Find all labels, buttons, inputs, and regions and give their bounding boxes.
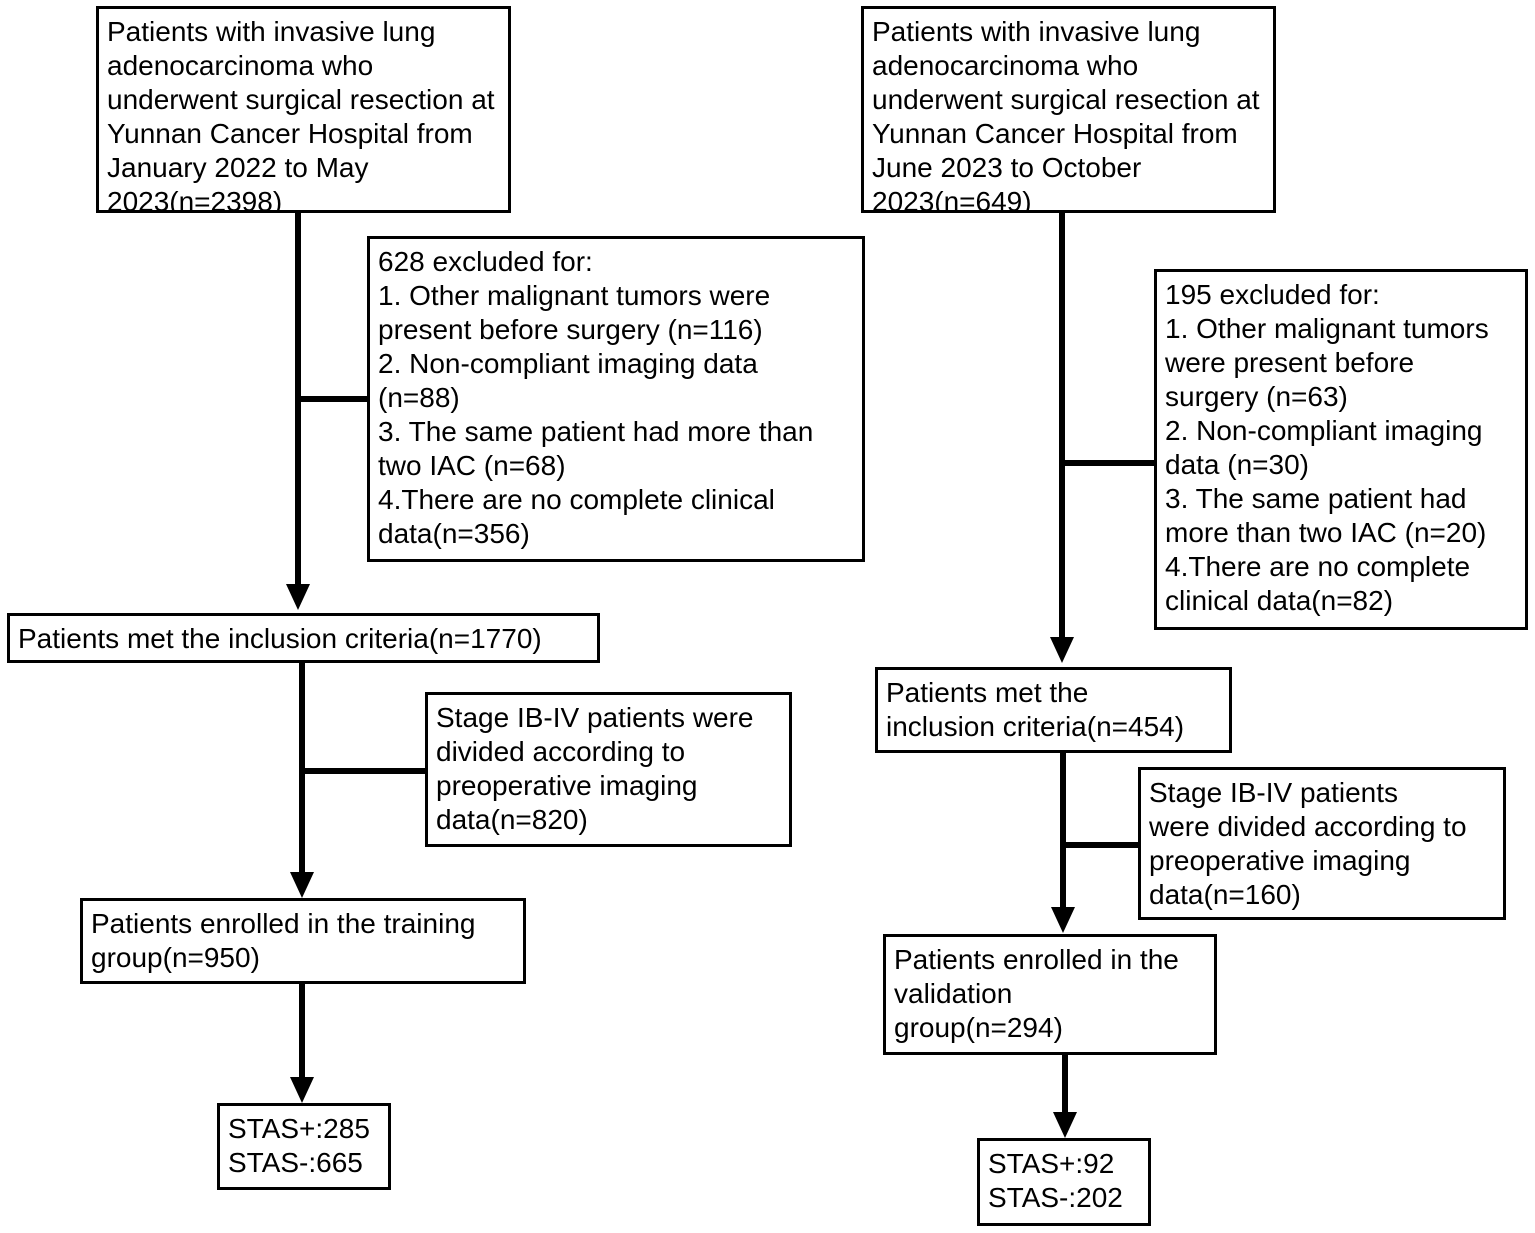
right-branch-1: [1062, 460, 1156, 466]
right-source-box: Patients with invasive lung adenocarcino…: [861, 6, 1276, 213]
left-exclusion-box-1: 628 excluded for: 1. Other malignant tum…: [367, 236, 865, 562]
left-arrowhead-2: [290, 872, 314, 898]
right-inclusion-box: Patients met the inclusion criteria(n=45…: [875, 667, 1232, 753]
left-enrolled-box: Patients enrolled in the training group(…: [80, 898, 526, 984]
left-connector-3: [299, 983, 305, 1077]
left-branch-2: [302, 768, 428, 774]
left-inclusion-box: Patients met the inclusion criteria(n=17…: [7, 613, 600, 663]
right-exclusion-box-1: 195 excluded for: 1. Other malignant tum…: [1154, 269, 1528, 630]
left-arrowhead-3: [290, 1077, 314, 1103]
left-branch-1: [298, 396, 368, 402]
left-exclusion-box-2: Stage IB-IV patients were divided accord…: [425, 692, 792, 847]
right-arrowhead-2: [1051, 907, 1075, 933]
right-exclusion-box-2: Stage IB-IV patients were divided accord…: [1138, 767, 1506, 920]
left-arrowhead-1: [286, 584, 310, 610]
right-arrowhead-1: [1050, 637, 1074, 663]
right-arrowhead-3: [1053, 1112, 1077, 1138]
right-connector-1: [1059, 212, 1065, 637]
left-source-box: Patients with invasive lung adenocarcino…: [96, 6, 511, 213]
left-stas-box: STAS+:285 STAS-:665: [217, 1103, 391, 1190]
right-enrolled-box: Patients enrolled in the validation grou…: [883, 934, 1217, 1055]
left-connector-2: [299, 661, 305, 872]
right-connector-3: [1062, 1053, 1068, 1112]
right-branch-2: [1063, 842, 1139, 848]
right-stas-box: STAS+:92 STAS-:202: [977, 1138, 1151, 1226]
right-connector-2: [1060, 751, 1066, 907]
